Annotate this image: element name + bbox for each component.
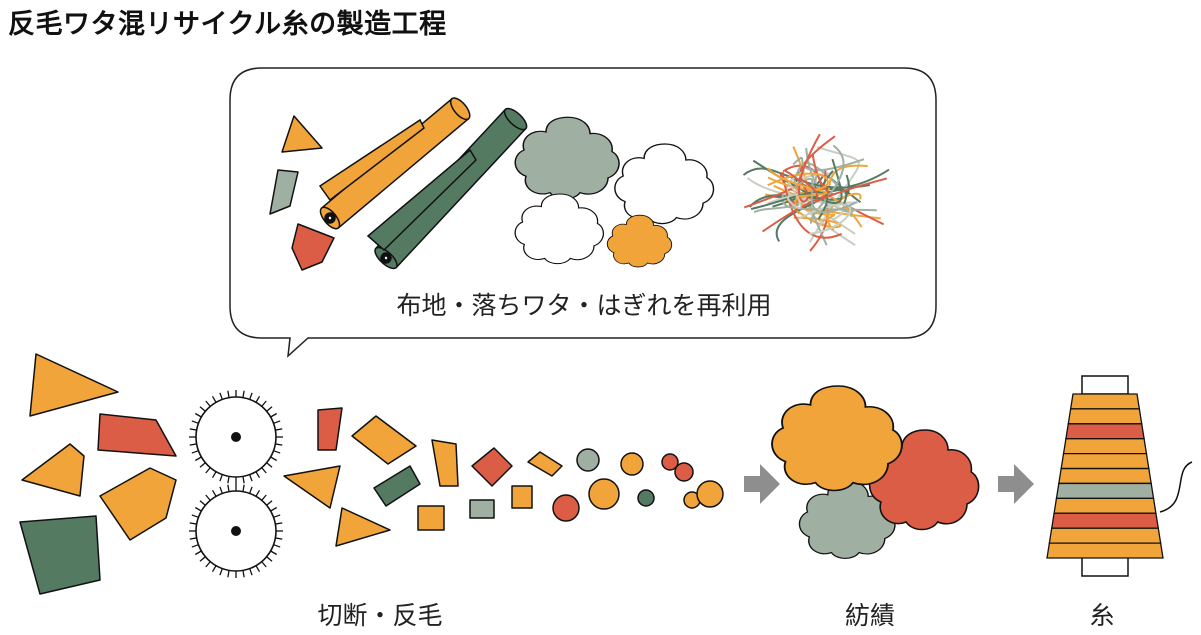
fiber-tangle-icon: [742, 133, 890, 252]
page-title: 反毛ワタ混リサイクル糸の製造工程: [8, 9, 447, 40]
bubble-caption: 布地・落ちワタ・はぎれを再利用: [396, 291, 772, 320]
fabric-roll-icon: [318, 97, 528, 270]
fabric-scraps-icon: [269, 115, 335, 271]
step-label-yarn: 糸: [1089, 601, 1115, 630]
step-label-cut: 切断・反毛: [317, 601, 443, 630]
scrap-pieces: [19, 353, 177, 595]
spun-fiber-icon: [771, 385, 980, 560]
cut-pieces: [283, 407, 724, 547]
step-label-spin: 紡績: [844, 601, 895, 630]
process-arrow-icon: [744, 464, 780, 504]
process-arrow-icon: [998, 464, 1034, 504]
carding-roller-icon: [189, 390, 283, 578]
yarn-cone-icon: [1046, 375, 1193, 577]
